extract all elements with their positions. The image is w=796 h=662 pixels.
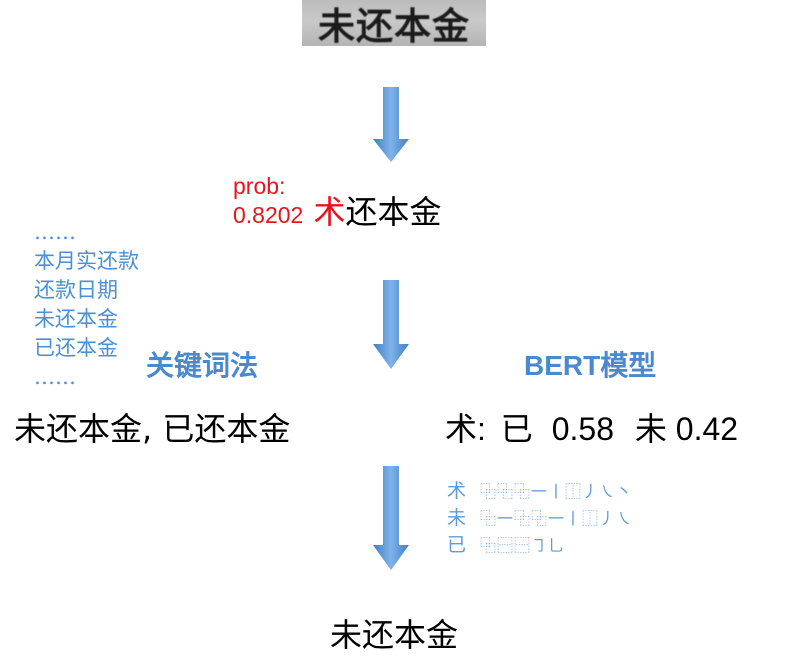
stroke-sequence: ⿻⿻⿻一丨⿰丿㇏丶 <box>480 482 634 501</box>
bert-candidate2-char: 未 <box>634 411 667 447</box>
bert-input-char: 术: <box>445 411 486 447</box>
ocr-rest-text: 还本金 <box>345 193 442 231</box>
keyword-method-title: 关键词法 <box>146 349 259 382</box>
keyword-item: 还款日期 <box>34 278 118 302</box>
bert-model-title: BERT模型 <box>524 350 657 381</box>
down-arrow-2 <box>373 280 409 369</box>
source-text: 未还本金 <box>318 4 470 48</box>
down-arrow-3 <box>373 466 409 570</box>
keyword-item: 未还本金 <box>34 307 118 331</box>
keyword-item: 已还本金 <box>34 336 118 360</box>
bert-candidate1-prob: 0.58 <box>551 411 614 447</box>
ocr-result: 0.8202 术还本金 <box>233 190 442 237</box>
bert-result: 术: 已 0.58 未 0.42 <box>445 404 738 450</box>
stroke-row: 术 ⿻⿻⿻一丨⿰丿㇏丶 <box>447 478 633 505</box>
bert-candidate2-prob: 0.42 <box>675 411 739 447</box>
stroke-char: 术 <box>447 480 467 502</box>
keyword-item: 本月实还款 <box>34 249 139 273</box>
bert-candidate1-char: 已 <box>500 411 533 447</box>
wrong-char: 术 <box>313 193 346 231</box>
prob-value: 0.8202 <box>233 202 304 228</box>
stroke-char: 未 <box>447 507 467 529</box>
down-arrow-1 <box>373 87 409 162</box>
keyword-item: …… <box>34 220 76 244</box>
keyword-item: …… <box>34 365 76 389</box>
keyword-list: …… 本月实还款 还款日期 未还本金 已还本金 …… <box>34 218 139 392</box>
stroke-sequence: ⿻⿱⿱㇆乚 <box>480 536 566 555</box>
stroke-sequence: ⿻一⿻⿻一丨⿰丿㇏ <box>480 509 634 528</box>
final-result: 未还本金 <box>330 616 459 654</box>
keyword-method-result: 未还本金, 已还本金 <box>14 410 291 448</box>
stroke-row: 未 ⿻一⿻⿻一丨⿰丿㇏ <box>447 505 633 532</box>
stroke-row: 已 ⿻⿱⿱㇆乚 <box>447 532 633 559</box>
stroke-decomposition: 术 ⿻⿻⿻一丨⿰丿㇏丶 未 ⿻一⿻⿻一丨⿰丿㇏ 已 ⿻⿱⿱㇆乚 <box>447 478 633 559</box>
stroke-char: 已 <box>447 534 467 556</box>
source-text-image: 未还本金 <box>302 0 486 48</box>
prob-label: prob: <box>233 173 286 199</box>
